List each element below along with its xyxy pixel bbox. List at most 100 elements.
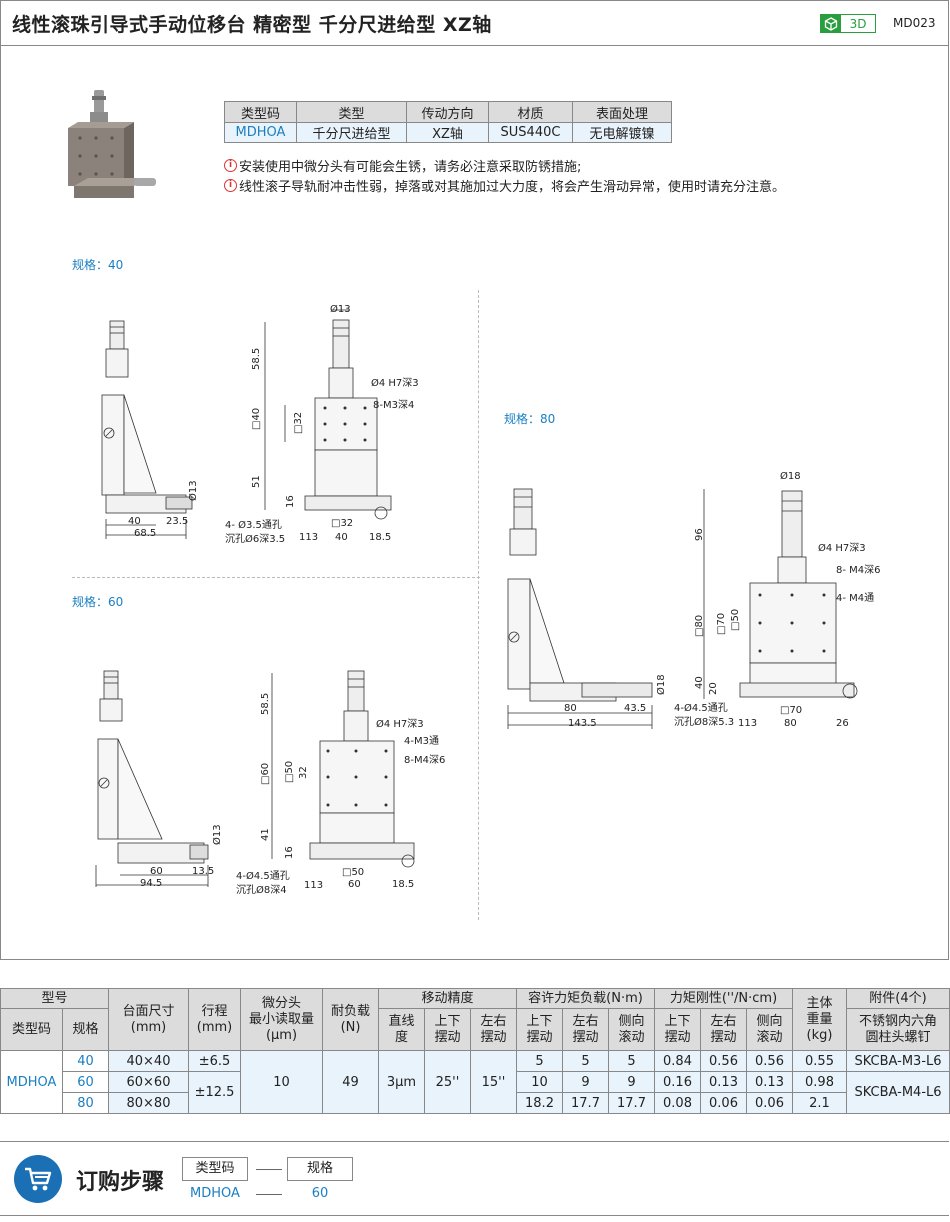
dim-label: 沉孔Ø8深4 (236, 883, 287, 896)
drawing-60-front: 58.5 □60 □50 32 41 16 Ø4 H7深3 4-M3通 8-M4… (236, 670, 445, 896)
order-value-type-code: MDHOA (190, 1186, 240, 1201)
dim-label: 40 (694, 676, 705, 689)
divider (72, 577, 480, 578)
th-moment-yaw: 左右 摆动 (562, 1008, 609, 1051)
order-connector (256, 1169, 282, 1170)
cell-rigidity: 0.56 (700, 1050, 747, 1072)
th-rigidity-yaw: 左右 摆动 (700, 1008, 747, 1051)
dim-label: □32 (331, 518, 353, 529)
dim-label: 18.5 (369, 532, 391, 543)
cell-moment: 5 (562, 1050, 609, 1072)
dim-label: Ø18 (655, 674, 667, 695)
th-accessory: 附件(4个) (846, 988, 950, 1009)
cell-moment: 5 (608, 1050, 655, 1072)
dim-label: □50 (284, 761, 295, 783)
cell-yaw: 15'' (470, 1050, 517, 1114)
cell-rigidity: 0.13 (746, 1071, 793, 1093)
cell-micrometer: 10 (240, 1050, 323, 1114)
dim-label: Ø18 (780, 470, 801, 482)
dim-label: 113 (299, 532, 318, 543)
dim-label: □80 (694, 615, 705, 637)
dim-label: 4-Ø4.5通孔 (674, 702, 728, 714)
dim-label: 40 (335, 532, 348, 543)
dim-label: 43.5 (624, 703, 646, 714)
th-moment: 容许力矩负载(N·m) (516, 988, 655, 1009)
cell-stroke: ±6.5 (188, 1050, 241, 1072)
th-screw: 不锈钢内六角 圆柱头螺钉 (846, 1008, 950, 1051)
spec-table: 类型码 类型 传动方向 材质 表面处理 MDHOA 千分尺进给型 XZ轴 SUS… (224, 101, 672, 143)
cell-weight: 2.1 (792, 1092, 847, 1114)
order-title: 订购步骤 (76, 1170, 165, 1195)
th-micrometer: 微分头 最小读取量 (μm) (240, 988, 323, 1051)
note-1: i 安装使用中微分头有可能会生锈，请务必注意采取防锈措施; (224, 156, 581, 175)
th-spec: 规格 (62, 1008, 109, 1051)
cell-spec: 80 (62, 1092, 109, 1114)
spec-cell-finish: 无电解镀镍 (572, 122, 672, 143)
cell-rigidity: 0.06 (746, 1092, 793, 1114)
cell-rigidity: 0.13 (700, 1071, 747, 1093)
info-icon: i (224, 159, 237, 172)
drawing-80-side: Ø18 80 43.5 143.5 (507, 488, 667, 729)
spec-cell-direction: XZ轴 (406, 122, 489, 143)
th-stroke: 行程 (mm) (188, 988, 241, 1051)
spec-cell-type-code: MDHOA (224, 122, 297, 143)
th-moment-pitch: 上下 摆动 (516, 1008, 563, 1051)
page-title: 线性滚珠引导式手动位移台 精密型 千分尺进给型 XZ轴 (12, 14, 492, 36)
divider (478, 290, 479, 920)
order-value-spec: 60 (311, 1186, 329, 1201)
dim-label: 80 (564, 703, 577, 714)
dim-label: 18.5 (392, 879, 414, 890)
order-steps: 订购步骤 类型码 规格 MDHOA 60 (0, 1141, 949, 1216)
dim-label: 113 (738, 718, 757, 729)
dim-label: 4- Ø3.5通孔 (225, 519, 282, 531)
dim-label: 32 (298, 766, 309, 779)
product-code: MD023 (893, 16, 936, 30)
product-spec-table: 型号 台面尺寸 (mm) 行程 (mm) 微分头 最小读取量 (μm) 耐负载 … (0, 988, 950, 1114)
spec-cell-type: 千分尺进给型 (296, 122, 407, 143)
th-pitch: 上下 摆动 (424, 1008, 471, 1051)
dim-label: □50 (730, 609, 741, 631)
shopping-cart-icon (14, 1155, 62, 1203)
cell-stroke: ±12.5 (188, 1071, 241, 1114)
note-2: i 线性滚子导轨耐冲击性弱，掉落或对其施加过大力度，将会产生滑动异常，使用时请充… (224, 176, 785, 195)
cell-size: 80×80 (108, 1092, 189, 1114)
drawing-80-front: Ø18 96 □80 □70 □50 40 20 Ø4 H7深3 8- M4深6… (674, 470, 881, 729)
3d-model-button[interactable]: 3D (820, 14, 876, 33)
dim-label: □40 (251, 408, 262, 430)
cell-type-code: MDHOA (0, 1050, 63, 1114)
cell-rigidity: 0.84 (654, 1050, 701, 1072)
product-sheet-frame (0, 0, 949, 960)
dim-label: □60 (260, 763, 271, 785)
dim-label: 68.5 (134, 528, 156, 539)
dim-label: Ø13 (330, 303, 351, 315)
dim-label: 41 (260, 828, 271, 841)
dim-label: Ø4 H7深3 (371, 377, 419, 389)
spec-header: 材质 (488, 101, 573, 123)
cell-screw: SKCBA-M3-L6 (846, 1050, 950, 1072)
spec-header: 类型码 (224, 101, 297, 123)
cell-size: 60×60 (108, 1071, 189, 1093)
th-moment-roll: 侧向 滚动 (608, 1008, 655, 1051)
dim-label: 沉孔Ø6深3.5 (225, 532, 285, 545)
dim-label: 13.5 (192, 866, 214, 877)
cell-rigidity: 0.06 (700, 1092, 747, 1114)
order-box-spec: 规格 (287, 1157, 353, 1181)
cell-weight: 0.98 (792, 1071, 847, 1093)
th-load: 耐负载 (N) (322, 988, 379, 1051)
dim-label: □70 (780, 705, 802, 716)
cell-moment: 17.7 (608, 1092, 655, 1114)
th-rigidity: 力矩刚性(''/N·cm) (654, 988, 793, 1009)
dim-label: Ø4 H7深3 (818, 542, 866, 554)
cell-load: 49 (322, 1050, 379, 1114)
spec-cell-material: SUS440C (488, 122, 573, 143)
dim-label: 113 (304, 880, 323, 891)
cell-rigidity: 0.08 (654, 1092, 701, 1114)
drawing-40-side: Ø13 40 23.5 68.5 (101, 320, 199, 539)
dim-label: 58.5 (251, 348, 262, 370)
cell-rigidity: 0.56 (746, 1050, 793, 1072)
th-weight: 主体 重量 (kg) (792, 988, 847, 1051)
dim-label: 20 (708, 682, 719, 695)
dim-label: 8- M4深6 (836, 564, 881, 576)
th-table-size: 台面尺寸 (mm) (108, 988, 189, 1051)
3d-label: 3D (849, 16, 867, 31)
